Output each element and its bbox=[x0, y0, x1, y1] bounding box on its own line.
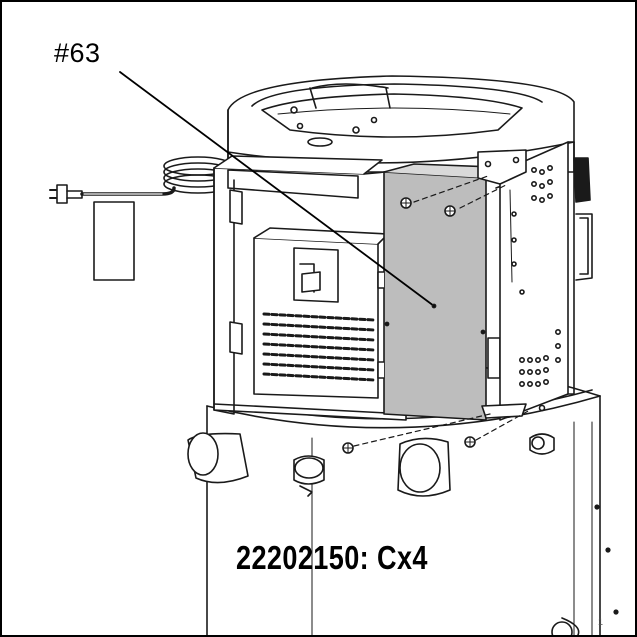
screw-top-right bbox=[444, 205, 456, 217]
side-frame bbox=[477, 141, 593, 421]
power-cord bbox=[49, 156, 233, 281]
callout-label: #63 bbox=[54, 38, 101, 68]
page-mark: 1 bbox=[598, 617, 604, 627]
top-lid bbox=[227, 75, 575, 189]
screws bbox=[342, 175, 531, 454]
callout-leader-line bbox=[119, 71, 435, 307]
screw-top-left bbox=[400, 197, 412, 209]
part-number-caption: 22202150: Cx4 bbox=[236, 539, 428, 576]
pipe-fittings bbox=[187, 432, 580, 635]
screw-bottom-left bbox=[342, 442, 354, 454]
screw-bottom-right bbox=[464, 436, 476, 448]
panel-part-63 bbox=[377, 163, 523, 421]
component-box bbox=[253, 227, 389, 399]
callout-leader-dot bbox=[431, 303, 437, 309]
